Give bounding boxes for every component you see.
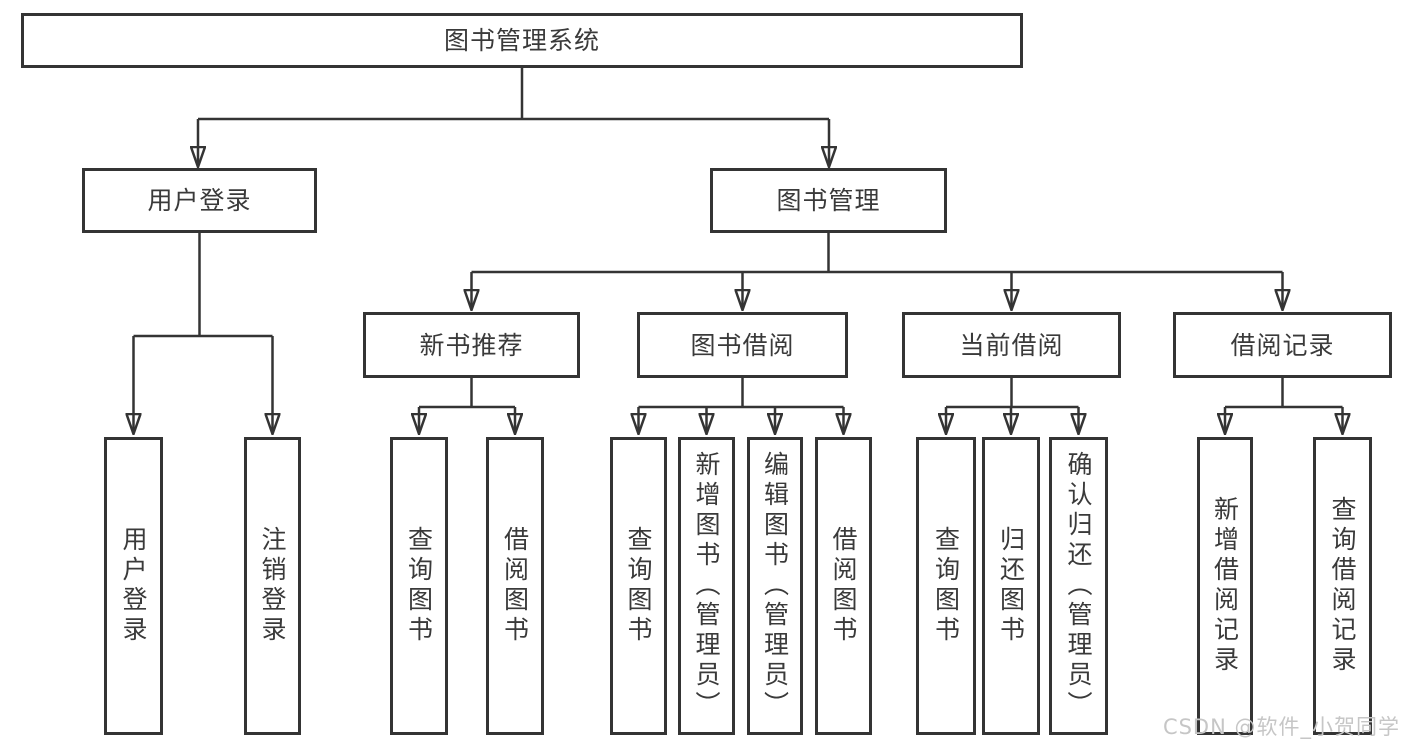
node-label: 查询图书 <box>624 526 653 646</box>
leaf-user-login: 用户登录 <box>104 437 163 735</box>
wire-book-borrow-to-leaves <box>639 378 844 433</box>
leaf-borrow-books-recommend: 借阅图书 <box>486 437 544 735</box>
leaf-query-borrow-record: 查询借阅记录 <box>1313 437 1372 735</box>
leaf-add-books-admin: 新增图书（管理员） <box>678 437 735 735</box>
leaf-query-books-borrow: 查询图书 <box>610 437 667 735</box>
node-label: 图书管理 <box>776 186 881 215</box>
leaf-edit-books-admin: 编辑图书（管理员） <box>747 437 803 735</box>
node-label: 图书借阅 <box>690 330 795 360</box>
node-label: 借阅记录 <box>1230 330 1335 360</box>
leaf-return-books: 归还图书 <box>982 437 1040 735</box>
node-label: 新增图书（管理员） <box>692 451 721 721</box>
leaf-query-books-current: 查询图书 <box>916 437 976 735</box>
node-new-book-recommend: 新书推荐 <box>363 312 580 378</box>
node-label: 查询借阅记录 <box>1328 496 1357 676</box>
node-user-login: 用户登录 <box>82 168 317 233</box>
node-label: 新增借阅记录 <box>1210 496 1240 676</box>
node-label: 当前借阅 <box>959 330 1064 360</box>
leaf-borrow-books: 借阅图书 <box>815 437 872 735</box>
node-label: 用户登录 <box>147 186 252 215</box>
node-label: 查询图书 <box>931 526 961 646</box>
node-label: 查询图书 <box>404 526 434 646</box>
wire-root-to-level2 <box>198 68 829 166</box>
node-borrow-records: 借阅记录 <box>1173 312 1392 378</box>
leaf-query-books-recommend: 查询图书 <box>390 437 448 735</box>
node-book-management: 图书管理 <box>710 168 947 233</box>
wire-book-management-to-level3 <box>472 233 1283 309</box>
node-library-management-system: 图书管理系统 <box>21 13 1023 68</box>
node-label: 编辑图书（管理员） <box>760 451 790 721</box>
wire-new-book-recommend-to-leaves <box>419 378 515 433</box>
csdn-watermark: CSDN @软件_小贺同学 <box>1162 715 1400 739</box>
node-label: 用户登录 <box>119 526 148 646</box>
node-current-borrow: 当前借阅 <box>902 312 1121 378</box>
node-label: 注销登录 <box>258 526 287 646</box>
node-label: 新书推荐 <box>419 330 524 360</box>
leaf-add-borrow-record: 新增借阅记录 <box>1197 437 1253 735</box>
node-book-borrow: 图书借阅 <box>637 312 848 378</box>
leaf-logout: 注销登录 <box>244 437 301 735</box>
node-label: 借阅图书 <box>829 526 858 646</box>
wire-user-login-to-leaves <box>134 233 273 433</box>
wire-borrow-records-to-leaves <box>1225 378 1343 433</box>
node-label: 图书管理系统 <box>443 26 600 55</box>
node-label: 归还图书 <box>996 526 1026 646</box>
wire-current-borrow-to-leaves <box>946 378 1079 433</box>
leaf-confirm-return-admin: 确认归还（管理员） <box>1049 437 1108 735</box>
node-label: 确认归还（管理员） <box>1064 451 1093 721</box>
node-label: 借阅图书 <box>500 526 530 646</box>
